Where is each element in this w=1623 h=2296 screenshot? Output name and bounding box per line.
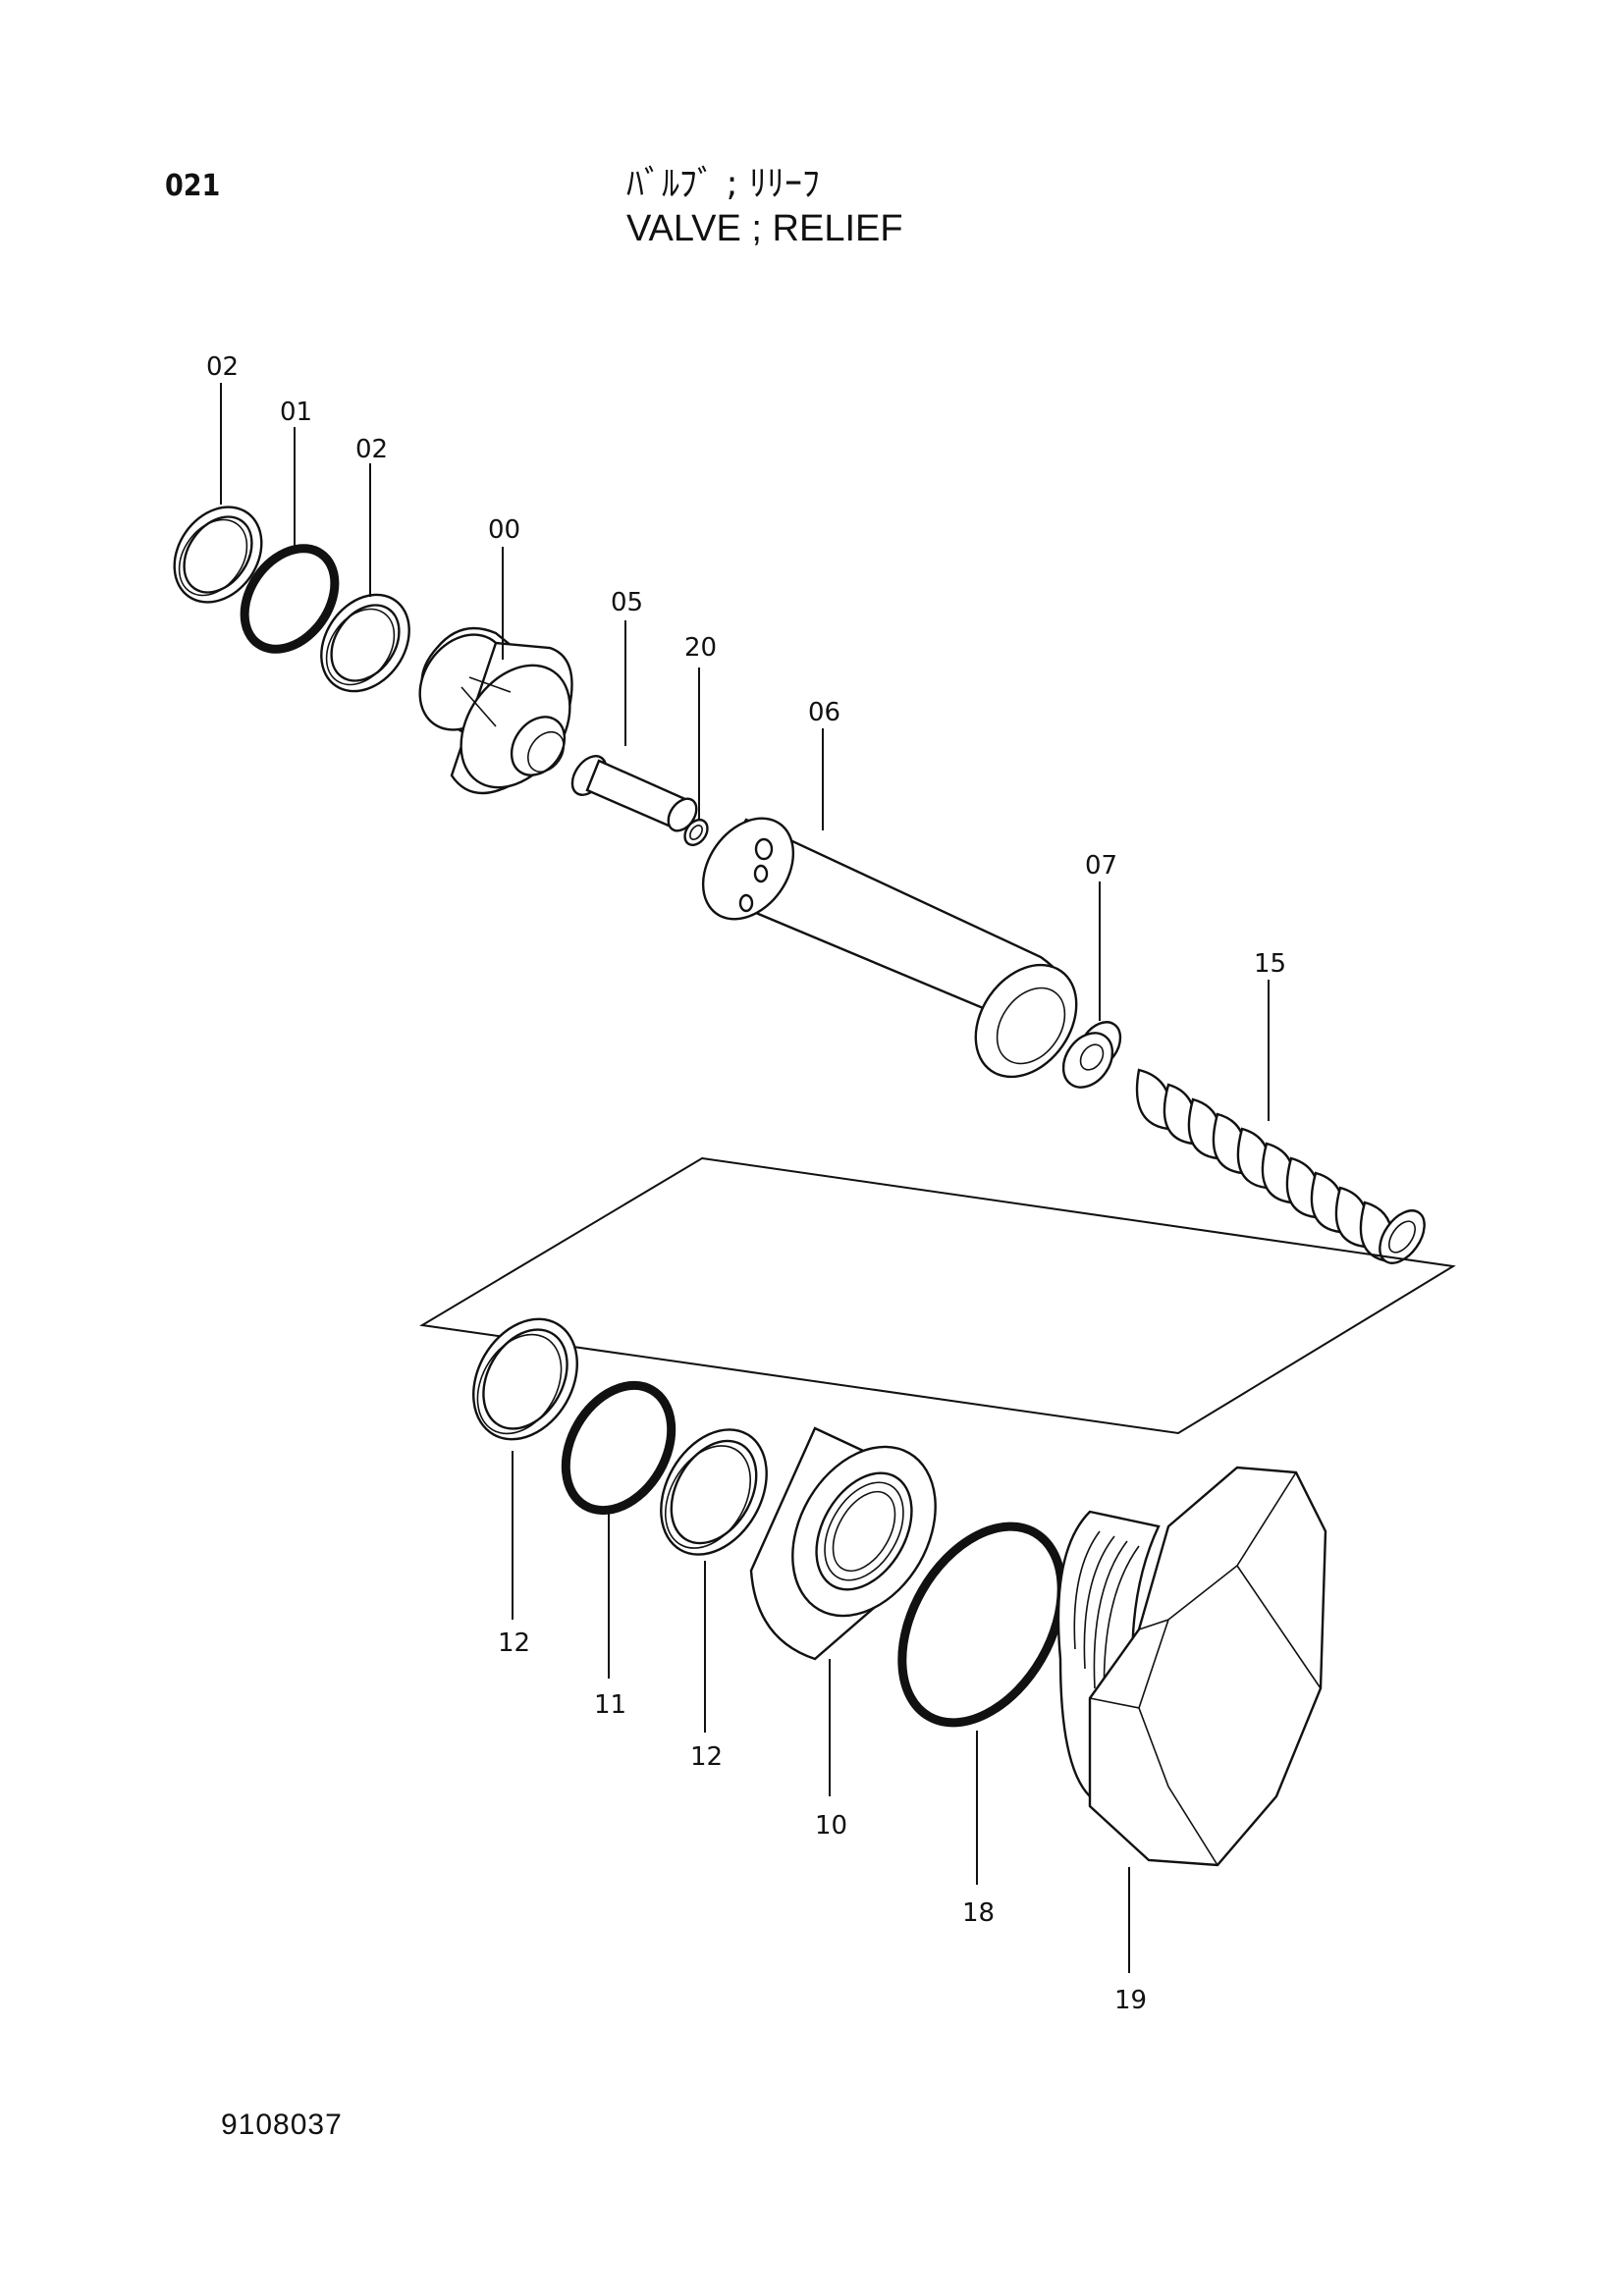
- part-02-backup-ring-right: [320, 593, 410, 693]
- title-japanese: ﾊﾞﾙﾌﾞ ; ﾘﾘｰﾌ: [626, 164, 821, 204]
- callout-07: 07: [1085, 851, 1117, 881]
- title-english: VALVE ; RELIEF: [626, 208, 903, 249]
- part-07-spring-seat: [1061, 1021, 1122, 1089]
- part-10-threaded-collar: [749, 1426, 937, 1661]
- part-12-backup-ring-left: [472, 1317, 578, 1441]
- drawing-number: 9108037: [221, 2109, 343, 2141]
- part-19-hex-plug: [1056, 1466, 1327, 1867]
- part-12-backup-ring-right: [660, 1428, 768, 1556]
- kit-boundary-outline: [419, 1156, 1456, 1435]
- part-02-backup-ring-left: [173, 506, 263, 604]
- callout-02-left: 02: [206, 352, 239, 382]
- callout-02-right: 02: [355, 435, 388, 464]
- callout-19: 19: [1114, 1986, 1147, 2015]
- part-01-o-ring: [240, 544, 340, 654]
- leader-lines: [220, 383, 1270, 1973]
- part-06-sleeve: [701, 817, 1078, 1079]
- callout-12-left: 12: [498, 1629, 530, 1658]
- callout-01: 01: [280, 398, 312, 427]
- callout-00: 00: [488, 515, 520, 545]
- part-20-small-ring: [683, 818, 709, 847]
- callout-20: 20: [684, 633, 717, 663]
- callout-05: 05: [611, 588, 643, 617]
- callout-11: 11: [594, 1690, 626, 1720]
- part-15-spring: [1135, 1068, 1426, 1264]
- part-18-o-ring-large: [897, 1522, 1066, 1728]
- part-11-o-ring: [561, 1380, 676, 1516]
- part-00-plug-body: [418, 626, 573, 795]
- callout-12-right: 12: [690, 1742, 723, 1772]
- callout-15: 15: [1254, 949, 1286, 979]
- callout-10: 10: [815, 1811, 847, 1841]
- part-05-poppet: [570, 755, 698, 832]
- callout-18: 18: [962, 1898, 995, 1928]
- page-number: 021: [165, 169, 221, 203]
- callout-06: 06: [808, 698, 840, 727]
